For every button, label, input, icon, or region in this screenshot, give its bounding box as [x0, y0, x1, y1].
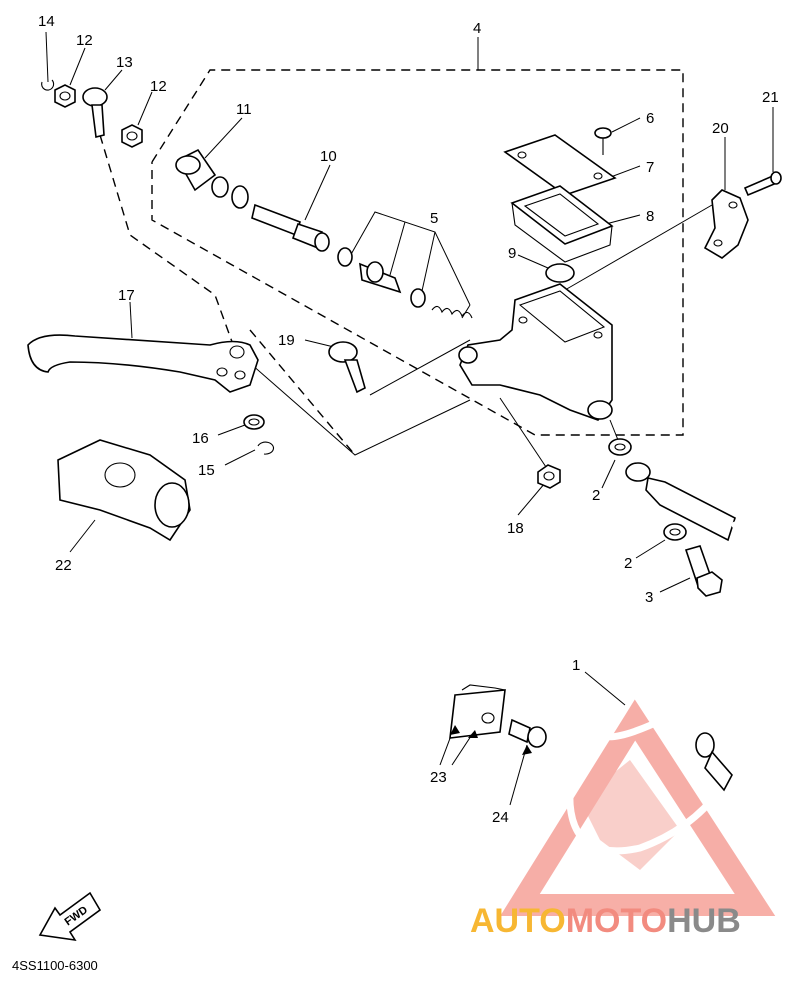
callout-23-arrows [450, 725, 532, 755]
callout: 13 [116, 54, 133, 71]
callout: 8 [646, 208, 654, 225]
callout: 6 [646, 110, 654, 127]
bolt-21 [743, 171, 782, 197]
callout: 2 [592, 487, 600, 504]
gasket-2-upper [608, 438, 632, 456]
diagram-code: 4SS1100-6300 [12, 958, 98, 973]
nut-18 [537, 464, 561, 489]
bolt-24 [508, 718, 547, 748]
callout: 3 [645, 589, 653, 606]
hose-clamp-23 [449, 684, 506, 739]
holder-20 [703, 189, 749, 259]
watermark-logo [500, 699, 776, 916]
callout: 23 [430, 769, 447, 786]
reservoir-cap-7 [503, 134, 617, 196]
callout: 22 [55, 557, 72, 574]
callout: 21 [762, 89, 779, 106]
callout: 2 [624, 555, 632, 572]
pivot-bolt-19 [328, 341, 366, 394]
master-cylinder-body [458, 283, 613, 421]
callout: 17 [118, 287, 135, 304]
callout: 14 [38, 13, 55, 30]
clutch-lever-17 [27, 334, 259, 393]
fwd-arrow-icon: FWD [38, 891, 102, 942]
gasket-2-lower [663, 523, 687, 541]
callout: 12 [76, 32, 93, 49]
callout: 12 [150, 78, 167, 95]
union-bolt-3 [684, 545, 723, 597]
watermark-part3: HUB [667, 902, 741, 940]
callout: 5 [430, 210, 438, 227]
callout: 24 [492, 809, 509, 826]
float-9 [545, 263, 575, 283]
push-rod-10 [251, 203, 330, 252]
washer-16 [243, 414, 265, 430]
callout: 1 [572, 657, 580, 674]
circlip-15 [257, 441, 275, 455]
clutch-hose-1 [566, 462, 777, 855]
dust-boot-11 [175, 148, 249, 209]
callout: 11 [236, 101, 252, 118]
svg-text:AUTOMOTOHUB: AUTOMOTOHUB [470, 902, 741, 940]
watermark-part1: AUTO [470, 902, 566, 940]
screw-6 [594, 127, 612, 155]
lever-cover-22 [57, 439, 191, 542]
callout: 4 [473, 20, 481, 37]
callout: 7 [646, 159, 654, 176]
callout: 9 [508, 245, 516, 262]
watermark-part2: MOTO [566, 902, 667, 940]
callout: 18 [507, 520, 524, 537]
callout: 20 [712, 120, 729, 137]
callout-labels: 1 2 2 3 4 5 6 7 8 9 10 11 12 12 13 14 15… [38, 13, 779, 826]
pivot-bolt-13 [82, 87, 108, 138]
callout: 16 [192, 430, 209, 447]
callout: 19 [278, 332, 295, 349]
piston-kit-5 [337, 247, 473, 319]
master-cylinder-assembly-boundary [151, 69, 684, 436]
callout: 10 [320, 148, 337, 165]
diaphragm-8 [510, 185, 614, 263]
nut-12 [121, 124, 143, 148]
circlip-14 [41, 79, 55, 91]
callout: 15 [198, 462, 215, 479]
nut-12-left [54, 84, 76, 108]
leader-lines [45, 31, 774, 806]
watermark-text: AUTOMOTOHUB [470, 902, 741, 940]
